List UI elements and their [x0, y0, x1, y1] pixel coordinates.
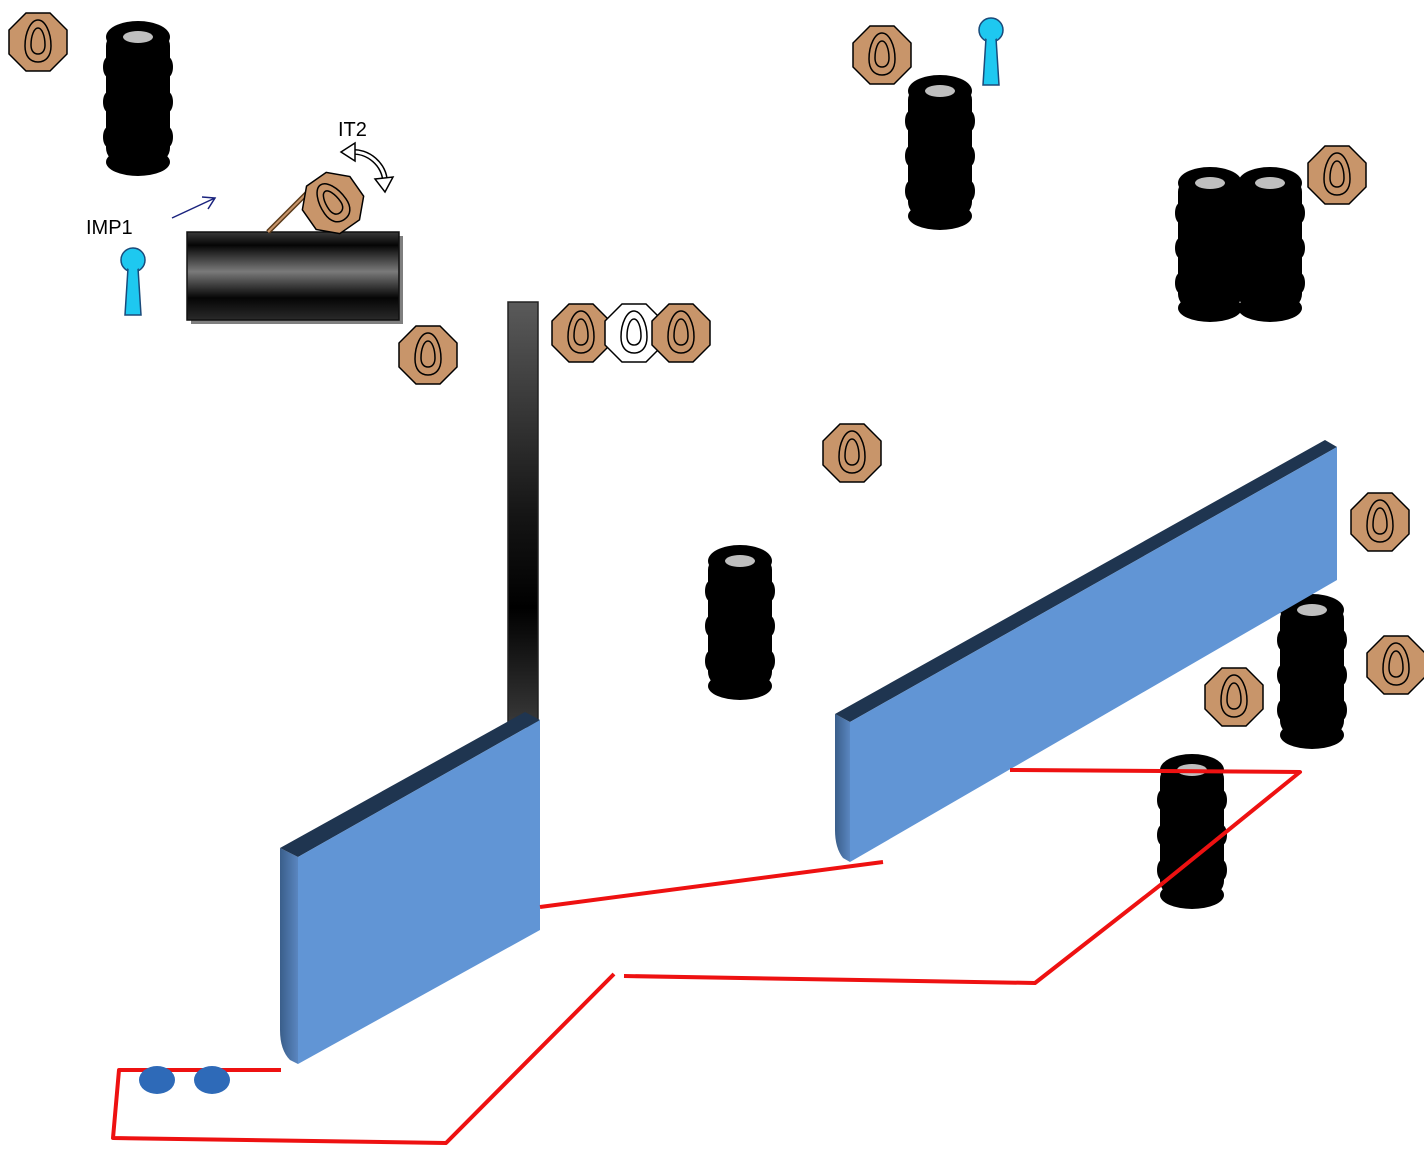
wall-panel-right	[835, 440, 1337, 862]
barrel-stack-icon	[1157, 754, 1227, 909]
barrel-stack-icon	[905, 75, 975, 230]
barrel-stack-icon	[1175, 167, 1245, 322]
paper-target-icon	[8, 12, 68, 72]
popper-steel-icon	[978, 17, 1004, 86]
imp1-label: IMP1	[86, 217, 133, 239]
paper-target-icon	[1204, 667, 1264, 727]
barrel-stack-icon	[705, 545, 775, 700]
vertical-barrier-post	[507, 301, 539, 728]
start-position-icon	[194, 1066, 230, 1094]
start-position-icon	[139, 1066, 175, 1094]
horizontal-barrier-tube	[186, 231, 400, 321]
popper-steel-icon	[120, 247, 146, 316]
barrel-stack-icon	[103, 21, 173, 176]
barrel-stack-icon	[1277, 594, 1347, 749]
barrel-stack-icon	[1235, 167, 1305, 322]
paper-target-icon	[822, 423, 882, 483]
activator-arrow-icon	[171, 196, 217, 219]
paper-target-icon	[1350, 492, 1410, 552]
swinger-arrow-icon	[339, 141, 395, 194]
paper-target-icon	[1366, 635, 1424, 695]
fault-line-icon	[111, 768, 1302, 1145]
paper-target-icon	[398, 325, 458, 385]
wall-panel-left	[280, 712, 540, 1064]
it2-label: IT2	[338, 119, 367, 141]
paper-target-icon	[852, 25, 912, 85]
paper-target-icon	[1307, 145, 1367, 205]
paper-target-icon	[651, 303, 711, 363]
paper-target-icon	[551, 303, 611, 363]
